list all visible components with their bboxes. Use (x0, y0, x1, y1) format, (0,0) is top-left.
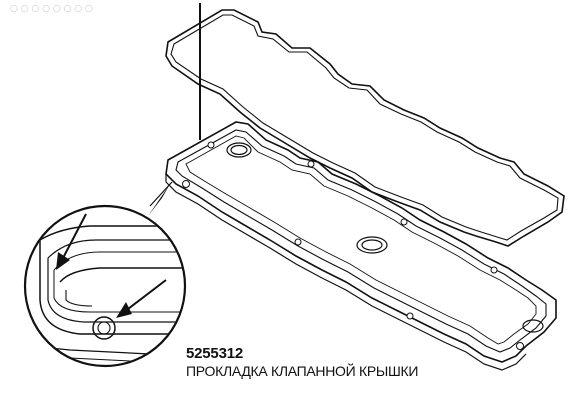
rear-port (226, 142, 252, 158)
valve-cover (165, 121, 557, 371)
bolt-hole (406, 312, 414, 320)
bolt-hole (400, 218, 408, 226)
detail-leader-arrowhead (148, 184, 170, 216)
corner-watermark: ○ ○ ○ ○ ○ ○ ○ ○ (10, 4, 93, 14)
bolt-hole (516, 342, 524, 350)
bolt-hole (307, 160, 315, 168)
filler-openings (226, 142, 544, 333)
part-caption: 5255312 ПРОКЛАДКА КЛАПАННОЙ КРЫШКИ (186, 345, 418, 380)
detail-magnifier (23, 204, 187, 368)
bolt-holes (182, 141, 524, 350)
valve-cover-gasket (165, 9, 565, 247)
detail-arrow-lower (123, 279, 167, 313)
rear-port-inner (230, 144, 248, 156)
bolt-hole (294, 238, 302, 246)
detail-bolt-hole (92, 316, 116, 340)
oil-filler-seal (356, 236, 388, 254)
detail-arrow-upper (61, 213, 87, 261)
oil-filler-seal-inner (361, 239, 383, 251)
bolt-hole (490, 266, 498, 274)
part-name: ПРОКЛАДКА КЛАПАННОЙ КРЫШКИ (186, 363, 419, 379)
bolt-hole (207, 141, 215, 149)
front-port (522, 319, 544, 333)
bolt-hole (182, 180, 190, 188)
part-number: 5255312 (186, 345, 243, 362)
detail-leader (149, 181, 173, 207)
